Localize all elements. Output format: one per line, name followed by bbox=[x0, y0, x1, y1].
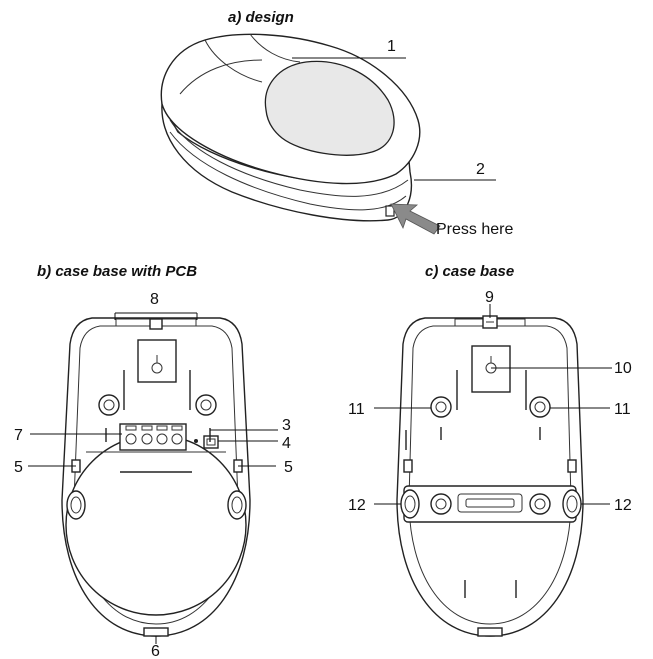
callout-1: 1 bbox=[387, 38, 396, 55]
callout-10: 10 bbox=[614, 360, 632, 377]
callout-11-right: 11 bbox=[614, 401, 631, 418]
callout-6: 6 bbox=[151, 643, 160, 659]
lens-dome bbox=[264, 60, 395, 156]
callout-2: 2 bbox=[476, 161, 485, 178]
callout-4: 4 bbox=[282, 435, 291, 452]
callout-11-left: 11 bbox=[348, 401, 365, 418]
callout-12-left: 12 bbox=[348, 497, 366, 514]
case-base-pcb bbox=[61, 317, 251, 637]
tamper-switch bbox=[203, 435, 219, 449]
title-base: c) case base bbox=[425, 263, 514, 280]
callout-9: 9 bbox=[485, 289, 494, 306]
case-base bbox=[396, 315, 584, 637]
callout-8: 8 bbox=[150, 291, 159, 308]
title-design: a) design bbox=[228, 9, 294, 26]
terminal-block bbox=[119, 423, 187, 451]
release-slot bbox=[385, 205, 395, 217]
title-base-pcb: b) case base with PCB bbox=[37, 263, 197, 280]
press-label: Press here bbox=[436, 221, 513, 238]
detector-housing bbox=[160, 33, 421, 222]
press-arrow bbox=[390, 203, 441, 235]
callout-7: 7 bbox=[14, 427, 23, 444]
callout-12-right: 12 bbox=[614, 497, 632, 514]
callout-5-left: 5 bbox=[14, 459, 23, 476]
callout-5-right: 5 bbox=[284, 459, 293, 476]
callout-3: 3 bbox=[282, 417, 291, 434]
